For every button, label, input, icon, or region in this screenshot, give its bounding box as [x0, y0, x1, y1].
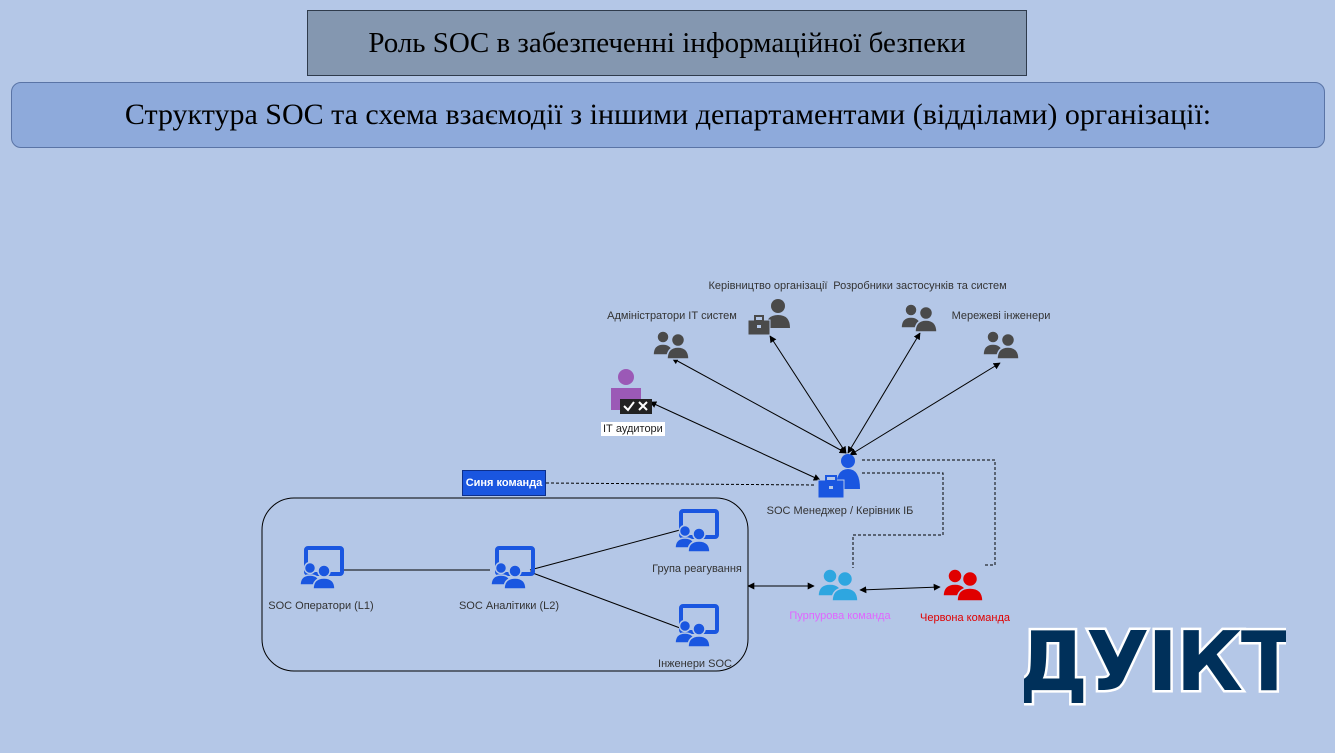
management-icon: [747, 299, 790, 336]
label-it-admins: Адміністратори ІТ систем: [607, 310, 737, 322]
label-developers: Розробники застосунків та систем: [833, 280, 1006, 292]
slide-subtitle: Структура SOC та схема взаємодії з іншим…: [11, 82, 1325, 148]
network-engineers-icon: [982, 330, 1020, 360]
label-it-auditors: ІТ аудитори: [601, 422, 665, 436]
link-analysts-engineers: [529, 571, 681, 629]
label-red-team: Червона команда: [920, 612, 1011, 624]
link-it-auditors: [649, 401, 821, 481]
slide-title-text: Роль SOC в забезпеченні інформаційної бе…: [368, 26, 966, 59]
link-manager-purple: [852, 472, 944, 568]
label-management: Керівництво організації: [709, 280, 828, 292]
soc-manager-icon: [817, 454, 860, 499]
label-soc-manager: SOC Менеджер / Керівник ІБ: [767, 505, 914, 517]
soc-analysts-icon: [489, 546, 535, 591]
link-network-engineers: [849, 362, 1001, 456]
link-it-admins: [671, 357, 847, 454]
link-purple-red: [859, 583, 941, 594]
soc-operators-icon: [298, 546, 344, 591]
it-admins-icon: [652, 330, 690, 360]
label-soc-operators: SOC Оператори (L1): [268, 600, 373, 612]
it-auditors-icon: [611, 369, 652, 414]
blue-team-label: Синя команда: [465, 477, 543, 489]
link-blue-team-manager: [545, 482, 816, 486]
red-team-icon: [942, 568, 984, 602]
blue-team-tag: Синя команда: [462, 470, 546, 496]
link-developers: [847, 332, 921, 454]
label-response-group: Група реагування: [652, 563, 742, 575]
soc-engineers-icon: [673, 604, 719, 649]
duikt-logo: ДУІКТ: [1024, 613, 1286, 711]
purple-team-icon: [817, 568, 859, 602]
label-network-engineers: Мережеві інженери: [952, 310, 1051, 322]
label-soc-engineers: Інженери SOC: [658, 658, 732, 670]
slide-subtitle-text: Структура SOC та схема взаємодії з іншим…: [124, 98, 1212, 131]
label-purple-team: Пурпурова команда: [789, 610, 891, 622]
link-analysts-response: [529, 529, 681, 571]
developers-icon: [900, 303, 938, 333]
link-manager-red: [862, 459, 996, 566]
logo-text: ДУІКТ: [1024, 615, 1286, 710]
slide-title: Роль SOC в забезпеченні інформаційної бе…: [307, 10, 1027, 76]
link-management: [769, 335, 847, 454]
response-group-icon: [673, 509, 719, 554]
label-soc-analysts: SOC Аналітики (L2): [459, 600, 559, 612]
